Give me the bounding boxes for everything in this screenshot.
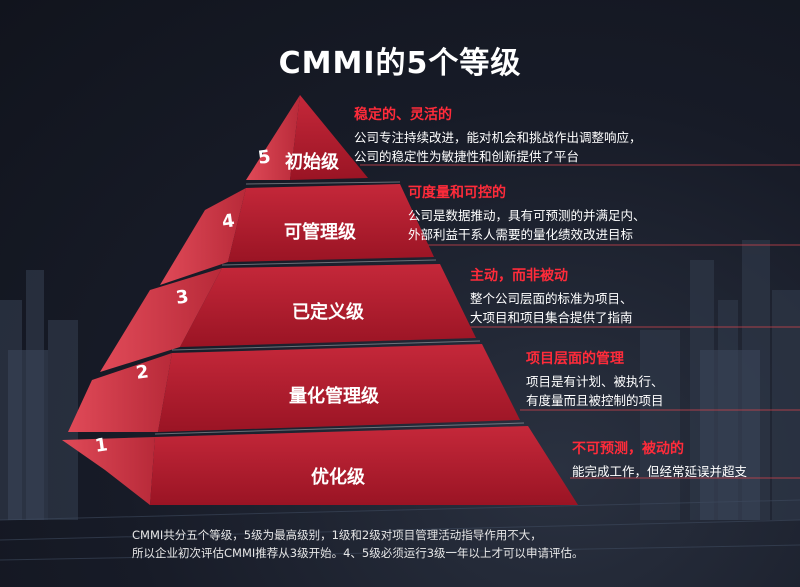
level-3-heading: 主动，而非被动 — [470, 268, 568, 284]
level-2-name: 量化管理级 — [289, 386, 379, 407]
level-3-line-2: 大项目和项目集合提供了指南 — [470, 310, 633, 325]
level-3-description: 主动，而非被动 整个公司层面的标准为项目、 大项目和项目集合提供了指南 — [470, 265, 633, 327]
level-2-description: 项目层面的管理 项目是有计划、被执行、 有度量而且被控制的项目 — [526, 348, 664, 410]
level-4-side — [160, 188, 246, 285]
level-2-heading: 项目层面的管理 — [526, 351, 624, 367]
level-5-description: 稳定的、灵活的 公司专注持续改进，能对机会和挑战作出调整响应， 公司的稳定性为敏… — [354, 104, 642, 166]
page-title: CMMI的5个等级 — [278, 46, 522, 81]
level-1-front — [150, 426, 578, 505]
level-5-front — [290, 95, 368, 180]
level-5-name: 初始级 — [285, 152, 339, 173]
footnote-line-2: 所以企业初次评估CMMI推荐从3级开始。4、5级必须运行3级一年以上才可以申请评… — [132, 546, 584, 560]
level-4-line-1: 公司是数据推动，具有可预测的并满足内、 — [408, 208, 646, 223]
level-5-line-2: 公司的稳定性为敏捷性和创新提供了平台 — [354, 149, 580, 164]
level-1-side — [62, 437, 155, 505]
level-4-line-2: 外部利益干系人需要的量化绩效改进目标 — [408, 227, 634, 242]
level-4-name: 可管理级 — [284, 222, 356, 243]
level-5-line-1: 公司专注持续改进，能对机会和挑战作出调整响应， — [354, 130, 642, 145]
level-2-front — [158, 344, 520, 432]
footnote: CMMI共分五个等级，5级为最高级别，1级和2级对项目管理活动指导作用不大， 所… — [132, 526, 584, 562]
level-4-description: 可度量和可控的 公司是数据推动，具有可预测的并满足内、 外部利益干系人需要的量化… — [408, 182, 646, 244]
footnote-line-1: CMMI共分五个等级，5级为最高级别，1级和2级对项目管理活动指导作用不大， — [132, 528, 542, 542]
level-5-side — [246, 95, 300, 180]
level-3-line-1: 整个公司层面的标准为项目、 — [470, 291, 633, 306]
level-3-side — [100, 268, 222, 372]
level-1-line-1: 能完成工作，但经常延误并超支 — [572, 464, 748, 479]
level-3-name: 已定义级 — [292, 302, 364, 323]
level-2-line-2: 有度量而且被控制的项目 — [526, 393, 664, 408]
level-2-side — [68, 353, 172, 432]
level-2-line-1: 项目是有计划、被执行、 — [526, 374, 664, 389]
level-1-name: 优化级 — [311, 467, 365, 488]
level-4-front — [228, 184, 434, 262]
level-5-heading: 稳定的、灵活的 — [354, 107, 452, 123]
level-4-heading: 可度量和可控的 — [408, 185, 506, 201]
level-3-front — [180, 264, 476, 347]
level-1-heading: 不可预测，被动的 — [572, 441, 684, 457]
level-1-description: 不可预测，被动的 能完成工作，但经常延误并超支 — [572, 438, 747, 481]
